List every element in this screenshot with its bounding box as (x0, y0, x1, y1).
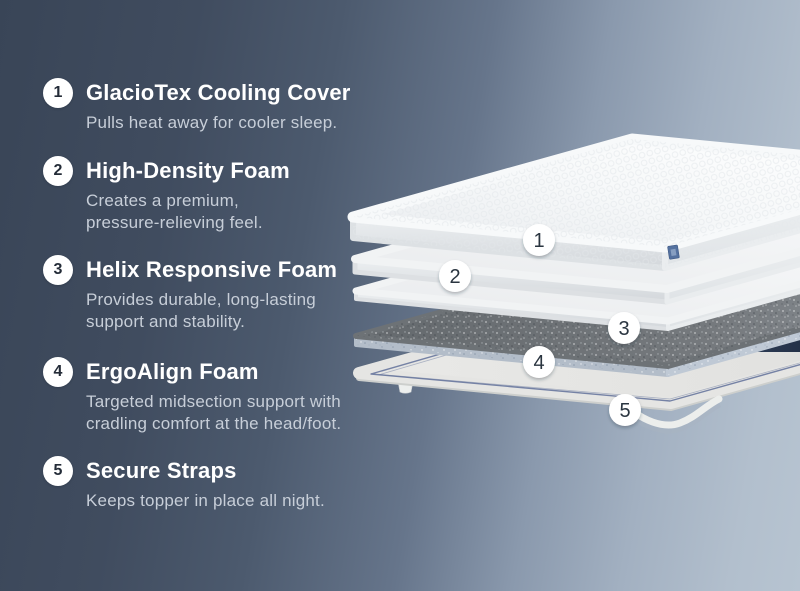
feature-desc-line: pressure-relieving feel. (86, 212, 263, 232)
helix-brand-tag-icon (667, 244, 680, 260)
feature-number-badge-4: 4 (43, 357, 73, 387)
strap-loop (621, 395, 723, 429)
feature-number-badge-2: 2 (43, 156, 73, 186)
diagram-badge-5: 5 (609, 394, 641, 426)
feature-desc-line: Pulls heat away for cooler sleep. (86, 113, 338, 132)
feature-number-badge-3: 3 (43, 255, 73, 285)
feature-desc-line: Keeps topper in place all night. (86, 491, 325, 510)
feature-item-secure-straps: 5 Secure Straps Keeps topper in place al… (43, 456, 325, 512)
badge-number: 3 (53, 261, 63, 278)
diagram-badge-3: 3 (608, 312, 640, 344)
feature-desc-line: cradling comfort at the head/foot. (86, 413, 342, 433)
feature-item-glaciotex-cover: 1 GlacioTex Cooling Cover Pulls heat awa… (43, 78, 351, 134)
diagram-badge-4: 4 (523, 346, 555, 378)
feature-desc-line: support and stability. (86, 311, 246, 331)
feature-item-ergoalign-foam: 4 ErgoAlign Foam Targeted midsection sup… (43, 357, 341, 434)
badge-number: 2 (53, 162, 63, 179)
svg-text:2: 2 (449, 266, 460, 288)
feature-title: GlacioTex Cooling Cover (86, 80, 351, 105)
feature-item-helix-responsive-foam: 3 Helix Responsive Foam Provides durable… (43, 255, 337, 332)
feature-number-badge-1: 1 (43, 78, 73, 108)
svg-text:5: 5 (619, 400, 630, 422)
feature-desc-line: Targeted midsection support with (86, 392, 341, 411)
svg-text:1: 1 (533, 230, 544, 252)
badge-number: 1 (53, 84, 63, 101)
feature-title: ErgoAlign Foam (86, 359, 259, 384)
badge-number: 4 (53, 363, 63, 380)
feature-title: High-Density Foam (86, 158, 290, 183)
layer-ergoalign-foam (353, 255, 800, 377)
diagram-badge-2: 2 (439, 260, 471, 292)
badge-number: 5 (53, 462, 63, 479)
diagram-badge-1: 1 (523, 224, 555, 256)
svg-text:4: 4 (533, 352, 544, 374)
feature-desc-line: Creates a premium, (86, 191, 239, 210)
feature-number-badge-5: 5 (43, 456, 73, 486)
feature-desc-line: Provides durable, long-lasting (86, 290, 316, 309)
feature-item-high-density-foam: 2 High-Density Foam Creates a premium, p… (43, 156, 290, 233)
svg-text:3: 3 (618, 318, 629, 340)
feature-title: Secure Straps (86, 458, 237, 483)
feature-title: Helix Responsive Foam (86, 257, 338, 282)
feature-list: 1 GlacioTex Cooling Cover Pulls heat awa… (0, 0, 360, 591)
layer-glaciotex-cooling-cover (347, 133, 800, 271)
